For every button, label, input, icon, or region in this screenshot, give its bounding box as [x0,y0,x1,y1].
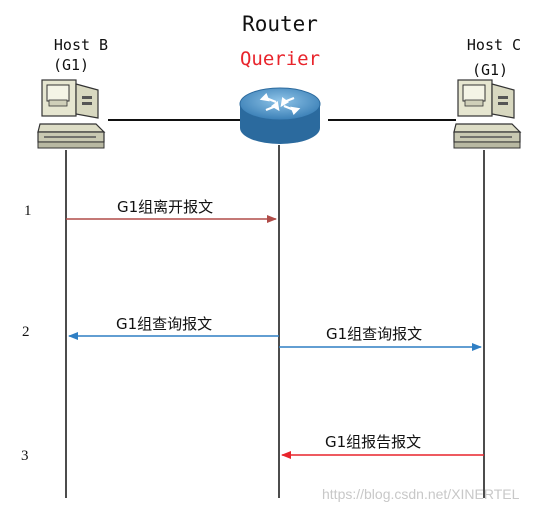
message-label-query-b: G1组查询报文 [116,315,213,333]
step-number-1: 1 [24,203,32,219]
message-label-query-c: G1组查询报文 [326,325,423,343]
watermark: https://blog.csdn.net/XINERTEL [322,486,520,502]
host-c-group: (G1) [471,61,509,79]
step-number-3: 3 [21,448,29,464]
router-name: Router [242,12,318,36]
host-b-name: Host B [53,36,109,54]
message-label-leave: G1组离开报文 [117,198,214,216]
host-c-computer-icon [453,79,522,149]
message-label-report: G1组报告报文 [325,433,422,451]
router-icon [239,87,321,144]
host-b-group: (G1) [52,56,90,74]
host-b-computer-icon [37,79,106,149]
step-number-2: 2 [22,324,30,340]
router-role: Querier [239,48,321,70]
host-c-name: Host C [466,36,522,54]
